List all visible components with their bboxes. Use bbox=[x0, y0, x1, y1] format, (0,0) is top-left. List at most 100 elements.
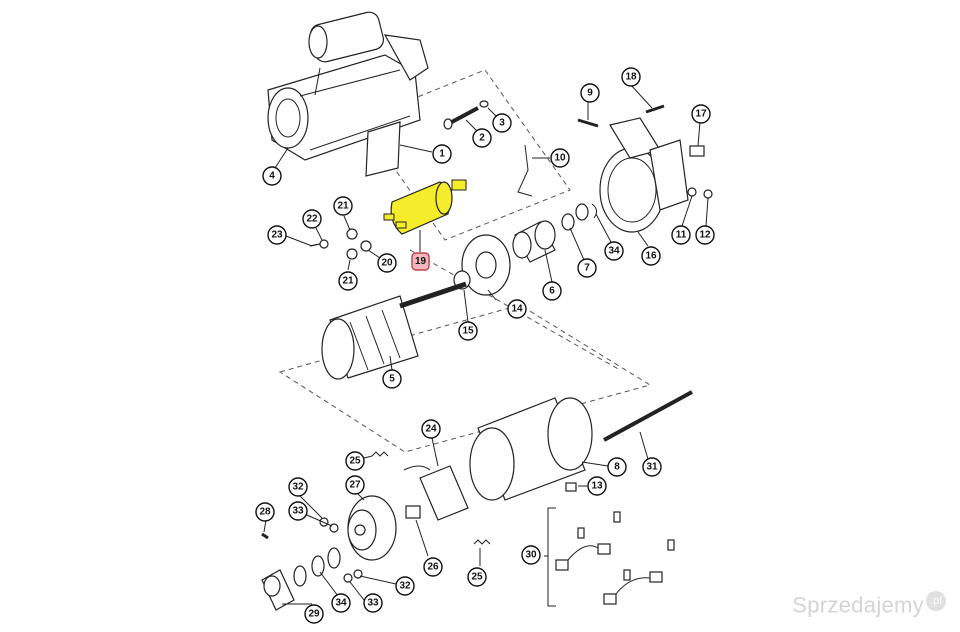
spring-25b bbox=[473, 539, 491, 545]
svg-text:34: 34 bbox=[608, 246, 620, 257]
svg-text:15: 15 bbox=[462, 326, 474, 337]
callout-21-lower: 21 bbox=[338, 271, 358, 291]
spring-clip bbox=[403, 465, 431, 471]
screw-13 bbox=[565, 482, 577, 492]
drive-end-plate bbox=[461, 234, 511, 296]
bolt-18 bbox=[645, 104, 665, 114]
callout-1: 1 bbox=[432, 144, 452, 164]
svg-text:1: 1 bbox=[439, 149, 445, 160]
svg-text:32: 32 bbox=[399, 581, 411, 592]
brush-set bbox=[547, 507, 675, 607]
bush-26 bbox=[405, 505, 421, 519]
callout-10: 10 bbox=[550, 148, 570, 168]
callout-30: 30 bbox=[521, 545, 541, 565]
svg-text:25: 25 bbox=[471, 572, 483, 583]
bolt-and-washer bbox=[443, 100, 489, 130]
svg-text:26: 26 bbox=[427, 562, 439, 573]
callout-19-highlighted: 19 bbox=[411, 252, 430, 271]
callout-22: 22 bbox=[302, 209, 322, 229]
solenoid-highlighted bbox=[383, 179, 467, 235]
svg-text:10: 10 bbox=[554, 153, 566, 164]
starter-motor-assembly bbox=[267, 11, 429, 161]
svg-text:7: 7 bbox=[584, 263, 590, 274]
callout-17: 17 bbox=[691, 104, 711, 124]
leader-lines bbox=[263, 83, 709, 605]
callout-11: 11 bbox=[671, 225, 691, 245]
nut-12 bbox=[703, 189, 713, 199]
callout-3: 3 bbox=[492, 113, 512, 133]
callout-27: 27 bbox=[345, 475, 365, 495]
pinion-gear bbox=[512, 220, 556, 263]
callout-14: 14 bbox=[507, 299, 527, 319]
yoke-field-frame bbox=[469, 397, 593, 501]
svg-text:31: 31 bbox=[646, 462, 658, 473]
svg-text:3: 3 bbox=[499, 118, 505, 129]
svg-text:20: 20 bbox=[381, 258, 393, 269]
callout-26: 26 bbox=[423, 557, 443, 577]
svg-text:12: 12 bbox=[699, 230, 711, 241]
svg-text:21: 21 bbox=[337, 201, 349, 212]
callout-23: 23 bbox=[267, 225, 287, 245]
nut-32b bbox=[353, 569, 363, 579]
callout-18: 18 bbox=[621, 67, 641, 87]
callout-15: 15 bbox=[458, 321, 478, 341]
callout-8: 8 bbox=[607, 457, 627, 477]
brush-holder bbox=[419, 465, 469, 521]
callout-2: 2 bbox=[472, 128, 492, 148]
svg-text:25: 25 bbox=[349, 456, 361, 467]
watermark-logo: Sprzedajemy.pl bbox=[792, 590, 946, 618]
svg-text:9: 9 bbox=[587, 88, 593, 99]
commutator-end-frame bbox=[347, 495, 397, 561]
frame-upper bbox=[359, 69, 571, 241]
svg-text:8: 8 bbox=[614, 462, 620, 473]
svg-text:19: 19 bbox=[415, 256, 427, 267]
spring-25a bbox=[371, 451, 389, 457]
svg-text:28: 28 bbox=[259, 507, 271, 518]
callout-6: 6 bbox=[542, 281, 562, 301]
screw-28 bbox=[261, 532, 269, 540]
nut-33b bbox=[343, 573, 353, 583]
svg-text:29: 29 bbox=[308, 609, 320, 620]
callout-25-lower: 25 bbox=[467, 567, 487, 587]
svg-text:17: 17 bbox=[695, 109, 707, 120]
callout-32-upper: 32 bbox=[288, 477, 308, 497]
svg-text:30: 30 bbox=[525, 550, 537, 561]
bolt-9 bbox=[577, 118, 599, 128]
callout-25-upper: 25 bbox=[345, 451, 365, 471]
callout-12: 12 bbox=[695, 225, 715, 245]
callout-24: 24 bbox=[421, 419, 441, 439]
callout-21-upper: 21 bbox=[333, 196, 353, 216]
svg-text:24: 24 bbox=[425, 424, 437, 435]
svg-text:22: 22 bbox=[306, 214, 318, 225]
callout-4: 4 bbox=[262, 166, 282, 186]
callout-29: 29 bbox=[304, 604, 324, 624]
svg-text:23: 23 bbox=[271, 230, 283, 241]
svg-text:21: 21 bbox=[342, 276, 354, 287]
svg-text:27: 27 bbox=[349, 480, 361, 491]
svg-text:13: 13 bbox=[591, 481, 603, 492]
shift-lever bbox=[517, 144, 533, 197]
o-ring-1 bbox=[293, 565, 307, 587]
callout-34-upper: 34 bbox=[604, 241, 624, 261]
svg-text:11: 11 bbox=[676, 230, 687, 241]
bush-17 bbox=[689, 145, 705, 157]
callout-5: 5 bbox=[382, 369, 402, 389]
washer-11 bbox=[687, 187, 697, 197]
callout-33-upper: 33 bbox=[288, 501, 308, 521]
callout-32-lower: 32 bbox=[395, 576, 415, 596]
armature bbox=[321, 281, 467, 380]
shim-sheet bbox=[365, 121, 401, 177]
svg-text:16: 16 bbox=[645, 251, 657, 262]
svg-text:4: 4 bbox=[269, 171, 275, 182]
small-nuts bbox=[309, 228, 372, 260]
o-ring-2 bbox=[311, 555, 325, 577]
svg-text:32: 32 bbox=[292, 482, 304, 493]
callout-13: 13 bbox=[587, 476, 607, 496]
svg-text:2: 2 bbox=[479, 133, 485, 144]
svg-text:33: 33 bbox=[292, 506, 304, 517]
end-cap bbox=[261, 569, 295, 611]
callout-9: 9 bbox=[580, 83, 600, 103]
o-ring-3 bbox=[327, 547, 341, 569]
callout-28: 28 bbox=[255, 502, 275, 522]
